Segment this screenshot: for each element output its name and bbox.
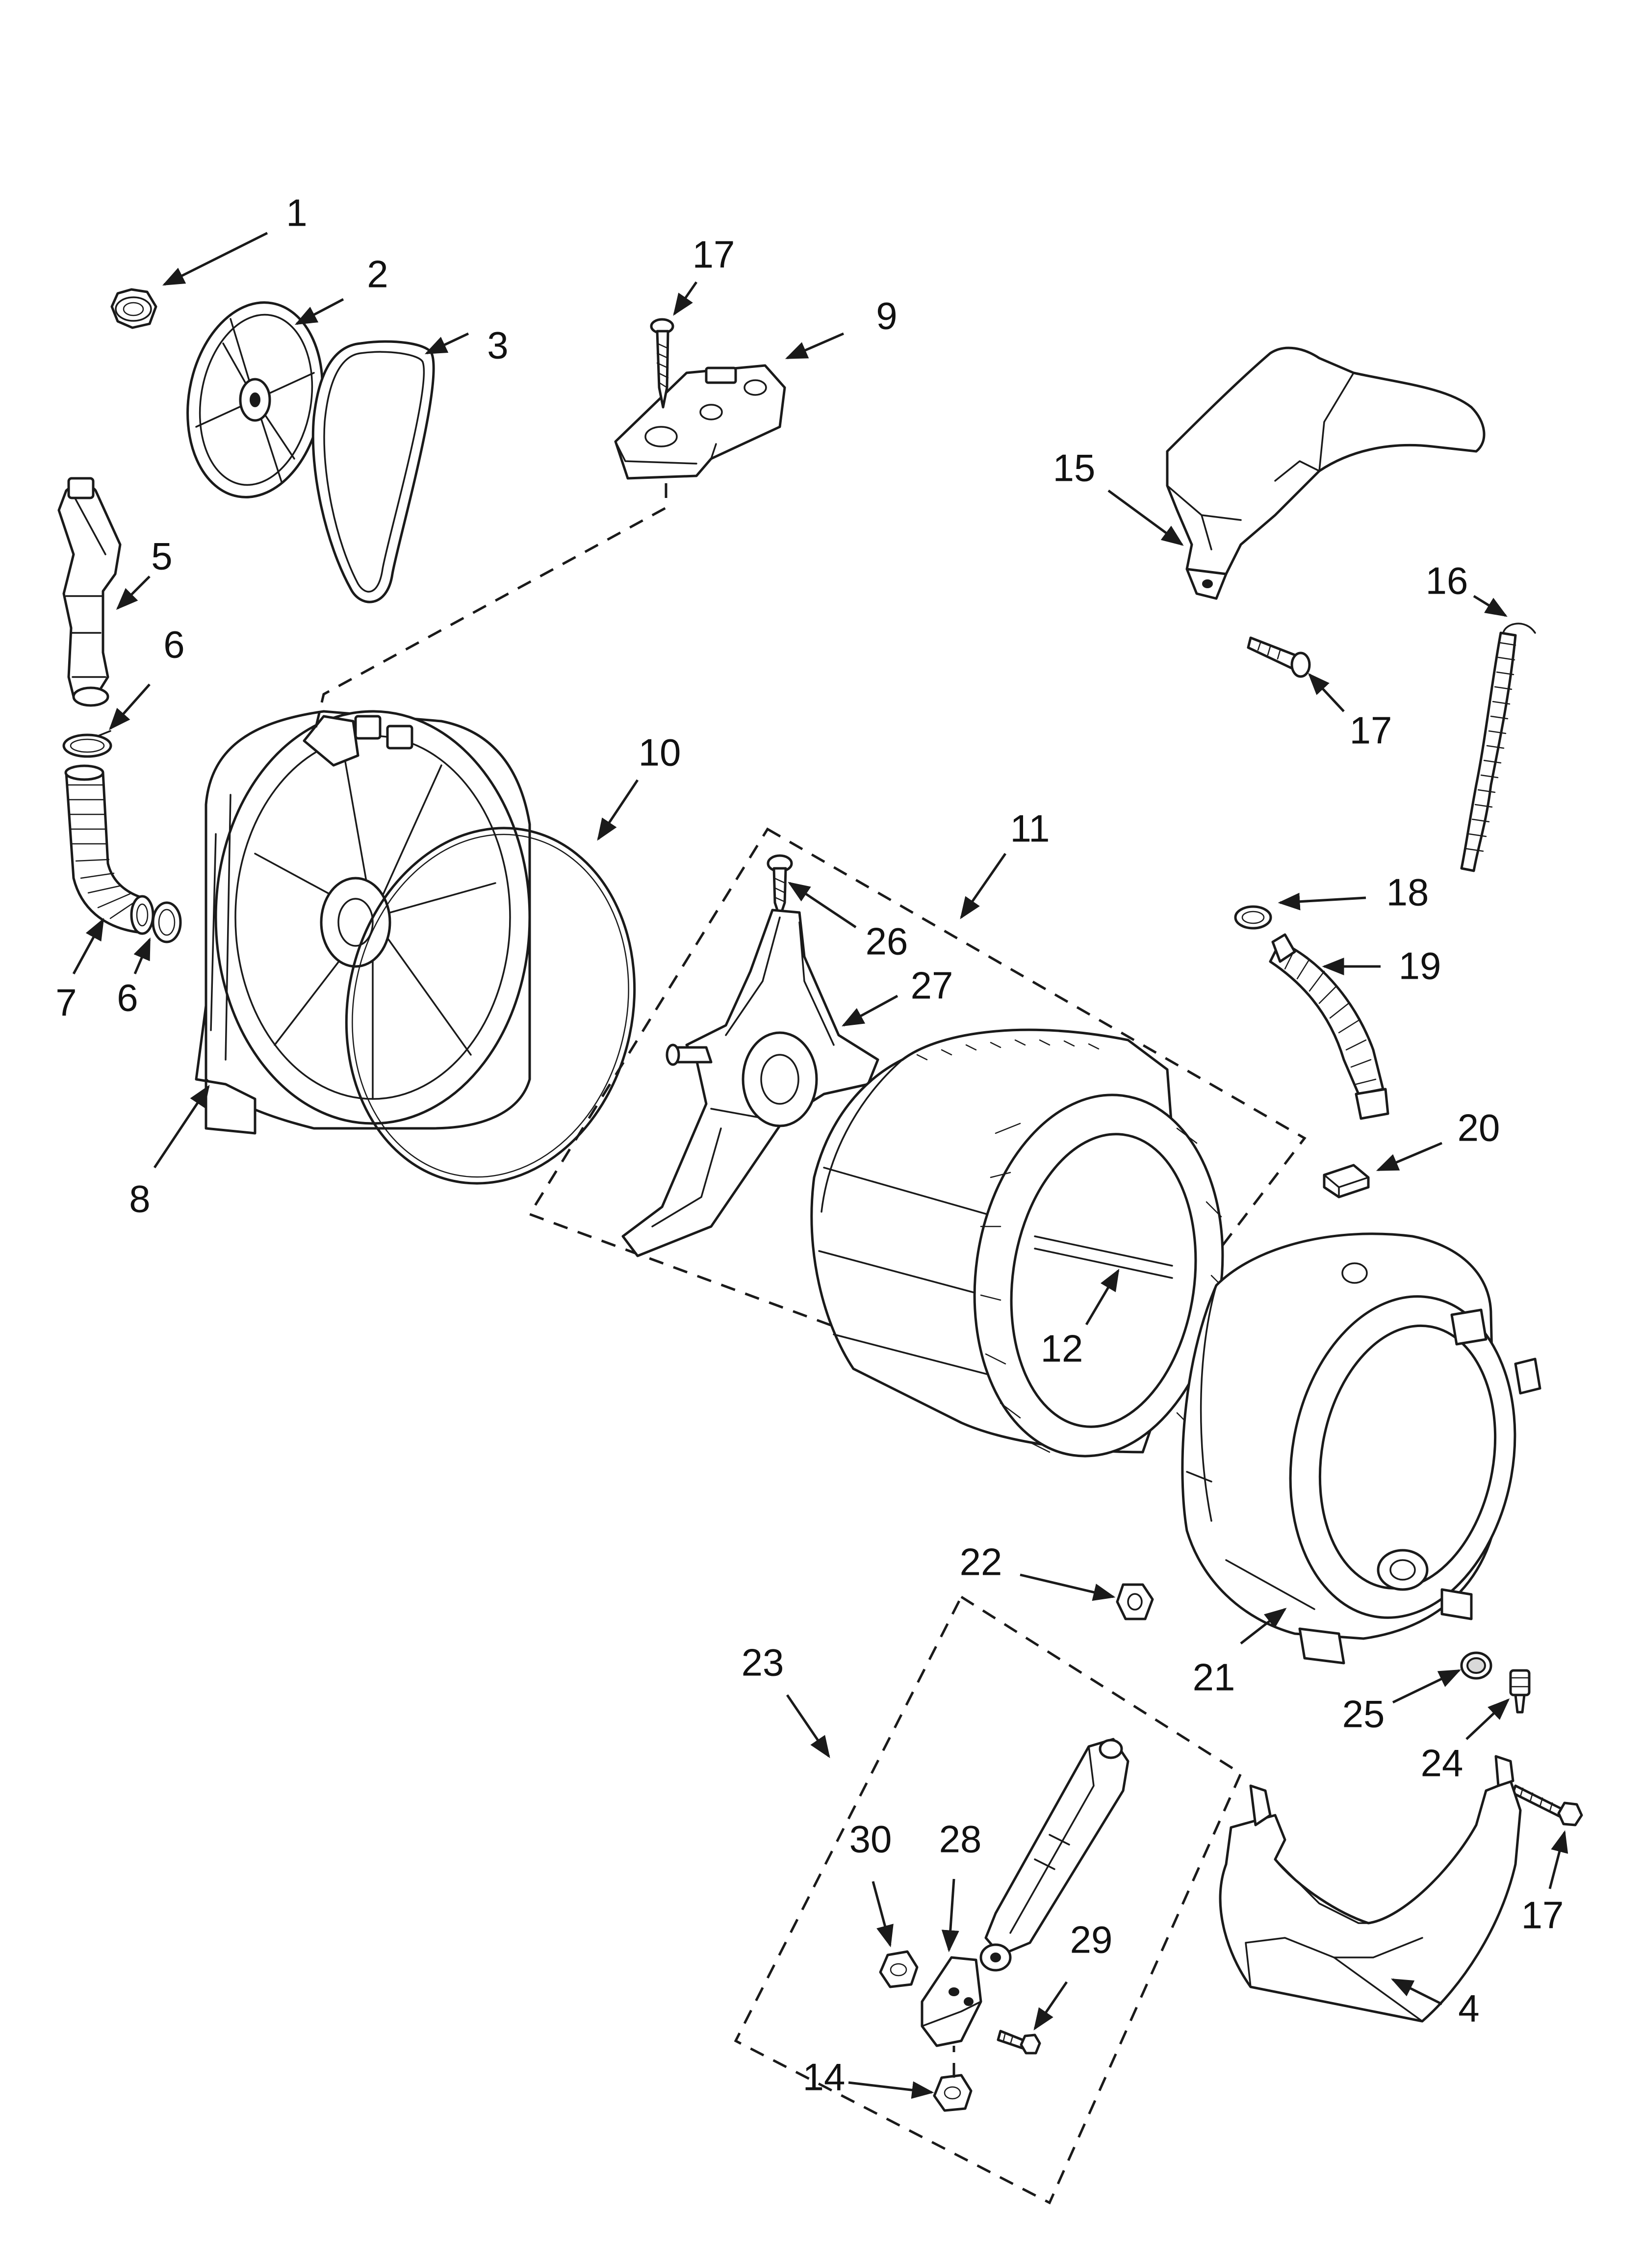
part-front-tub [1181,1232,1541,1665]
callout-16: 16 [1426,559,1468,602]
part-fitting [1509,1669,1531,1714]
callout-14: 14 [803,2056,846,2099]
callout-29: 29 [1070,1918,1113,1961]
callout-17-right: 17 [1350,709,1392,752]
part-drum [810,1028,1227,1458]
callout-20: 20 [1458,1106,1500,1149]
callout-18: 18 [1386,871,1429,914]
group-outline-damper [734,1595,1243,2205]
part-drum-spider [621,909,879,1257]
callout-24: 24 [1421,1742,1463,1785]
callout-4: 4 [1458,1987,1479,2030]
part-bottom-nut [933,2074,973,2112]
callout-30: 30 [849,1818,892,1861]
callout-11: 11 [1010,807,1050,850]
callout-25: 25 [1342,1693,1385,1736]
callout-22: 22 [960,1540,1002,1584]
callout-6-bottom: 6 [117,976,138,1019]
part-damper-nut [879,1950,919,1988]
part-rear-tub [195,710,531,1135]
callout-27: 27 [911,964,953,1007]
callout-23: 23 [742,1641,784,1684]
part-tub-seal-ring [345,827,636,1185]
part-damper [979,1738,1129,1972]
part-mounting-bracket [614,364,786,480]
part-spider-screw [767,854,793,919]
part-lower-bracket [1219,1755,1522,2023]
callout-12: 12 [1041,1327,1083,1370]
callout-leaders [72,232,1568,2099]
part-hose-clamp-bottom [152,901,182,943]
callout-7: 7 [55,981,77,1024]
callout-3: 3 [487,324,508,367]
part-bellows-hose [1269,933,1389,1120]
part-hose-clamp-top [62,730,112,758]
part-clip [1323,1164,1370,1199]
part-pulley [186,301,324,498]
part-screw-right [1247,636,1311,678]
part-corrugated-hose [64,764,154,935]
leader-bracket-to-tub [312,483,667,736]
part-plug [1460,1651,1492,1680]
callout-10: 10 [639,731,681,774]
part-coil-hose [1460,623,1536,872]
callout-19: 19 [1399,944,1441,988]
part-screw-bottom [1512,1784,1583,1826]
part-dispenser-bracket [1166,346,1486,600]
part-screw-top [650,318,674,409]
callout-8: 8 [129,1177,150,1221]
callout-1: 1 [286,191,307,235]
callout-2: 2 [367,253,388,296]
callout-15: 15 [1053,446,1096,490]
part-small-clip [1116,1583,1154,1620]
part-belt [311,340,435,603]
callout-17-bottom: 17 [1521,1894,1564,1937]
callout-9: 9 [876,294,897,338]
callout-17-top: 17 [693,233,735,276]
part-drain-hose-fitting [57,477,122,707]
callout-26: 26 [866,920,908,963]
callout-28: 28 [939,1818,982,1861]
callout-21: 21 [1193,1656,1235,1699]
part-hex-nut [110,288,157,329]
callout-5: 5 [151,535,172,578]
part-damper-screw [997,2030,1041,2055]
part-damper-bracket [921,1956,982,2047]
callout-6-top: 6 [163,623,184,666]
part-hose-clamp-right [1234,905,1272,930]
